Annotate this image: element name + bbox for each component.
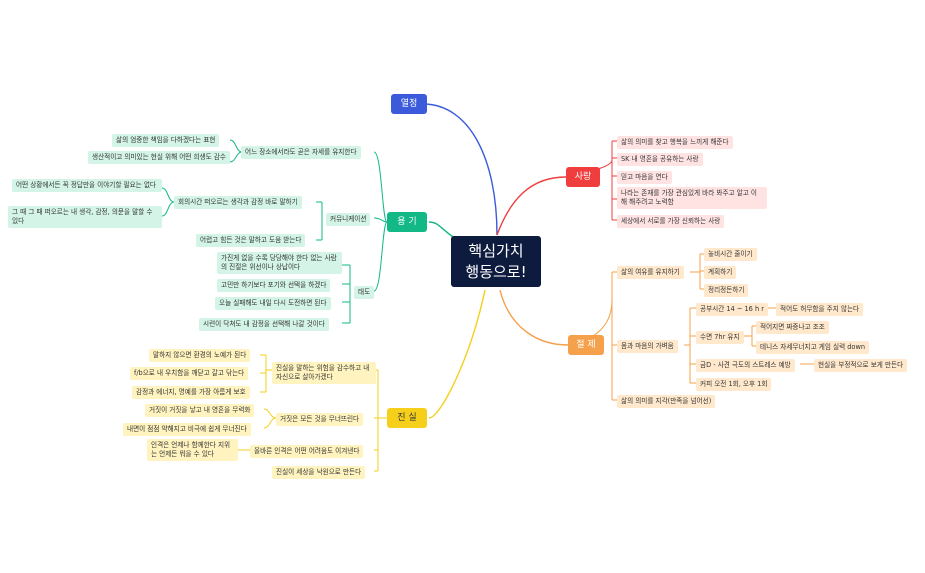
love-item[interactable]: 삶의 의미를 찾고 행복을 느끼게 해준다 — [617, 136, 733, 149]
courage-hard[interactable]: 어렵고 힘든 것은 말하고 도움 받는다 — [196, 234, 306, 247]
moderation-quit-note[interactable]: 현실을 부정적으로 보게 만든다 — [814, 359, 908, 372]
courage-attitude-item[interactable]: 시련이 닥쳐도 내 감정을 선택해 나갈 것이다 — [199, 318, 329, 331]
courage-meeting-item[interactable]: 그 때 그 때 떠오르는 내 생각, 감정, 의문을 말할 수 있다 — [8, 206, 162, 228]
courage-attitude-item[interactable]: 가진게 없을 수록 당당해야 한다 없는 사람의 진절은 위선이나 상납이다 — [217, 252, 342, 274]
courage-posture[interactable]: 어느 장소에서라도 곧은 자세를 유지한다 — [241, 146, 361, 159]
love-item[interactable]: 믿고 마음을 연다 — [617, 171, 672, 184]
central-topic-line1: 핵심가치 — [468, 242, 524, 261]
truth-collapse[interactable]: 거짓은 모든 것을 무너뜨린다 — [276, 413, 364, 426]
courage-meeting-item[interactable]: 어떤 상황에서든 꼭 정답만을 이야기할 필요는 없다 — [12, 179, 162, 192]
moderation-margin-item[interactable]: 계획하기 — [704, 266, 737, 279]
central-topic-line2: 행동으로! — [465, 262, 527, 281]
topic-courage[interactable]: 용 기 — [387, 212, 427, 232]
moderation-sleep-item[interactable]: 적어지면 짜증나고 조조 — [756, 321, 829, 334]
truth-risk-item[interactable]: f/b으로 내 우치함을 깨닫고 갈고 닦는다 — [130, 367, 249, 380]
courage-attitude-item[interactable]: 오늘 실패해도 내일 다시 도전하면 된다 — [215, 297, 331, 310]
moderation-margin-item[interactable]: 정리정돈하기 — [704, 284, 749, 297]
courage-attitude[interactable]: 태도 — [354, 286, 375, 299]
moderation-sleep[interactable]: 수면 7hr 유지 — [696, 331, 744, 344]
courage-attitude-item[interactable]: 고민만 하기보다 포기와 선택을 하겠다 — [217, 279, 331, 292]
topic-love[interactable]: 사랑 — [566, 167, 600, 187]
love-item[interactable]: SK 내 명혼을 공유하는 사랑 — [617, 153, 703, 166]
courage-communication[interactable]: 커뮤니케이션 — [326, 213, 371, 226]
courage-posture-item[interactable]: 생산적이고 의미있는 현실 위해 어떤 희생도 감수 — [88, 151, 230, 164]
truth-collapse-item[interactable]: 거짓이 거짓을 낳고 내 영혼을 무력화 — [145, 404, 255, 417]
truth-paradise[interactable]: 진실이 세상을 낙원으로 만든다 — [272, 466, 366, 479]
moderation-coffee[interactable]: 커피 오전 1회, 오후 1회 — [696, 378, 772, 391]
moderation-margin[interactable]: 삶의 여유를 유지하기 — [617, 266, 684, 279]
truth-risk-item[interactable]: 감정과 에너지, 명예를 가장 아름게 보호 — [132, 386, 250, 399]
courage-posture-item[interactable]: 삶의 엄중한 책임을 다하겠다는 표현 — [112, 134, 220, 147]
truth-collapse-item[interactable]: 내면이 점점 약해지고 비극에 쉽게 무너진다 — [123, 423, 251, 436]
truth-risk-item[interactable]: 말하지 않으면 환경의 노예가 된다 — [149, 349, 251, 362]
moderation-meaning[interactable]: 삶의 의미를 지각(만족을 넘어선) — [617, 395, 716, 408]
love-item[interactable]: 나라는 존재를 가장 관심있게 바라 봐주고 알고 이해 해주려고 노력함 — [617, 187, 767, 209]
truth-character[interactable]: 올바른 인격은 어떤 어려움도 이겨낸다 — [250, 445, 364, 458]
moderation-sleep-item[interactable]: 테니스 자세무너지고 게임 실력 down — [756, 341, 870, 354]
truth-character-item[interactable]: 인격은 언제나 함께한다 지위는 언제든 뭐을 수 있다 — [147, 439, 238, 461]
topic-truth[interactable]: 진 실 — [387, 408, 427, 428]
love-item[interactable]: 세상에서 서로를 가장 신뢰하는 사랑 — [617, 215, 725, 228]
truth-risk[interactable]: 진실을 말하는 위험을 감수하고 내 자신으로 살아가겠다 — [272, 362, 376, 384]
moderation-study[interactable]: 공부시간 14 ~ 16 h r — [696, 303, 768, 316]
moderation-margin-item[interactable]: 놓비시간 줄이기 — [704, 248, 757, 261]
central-topic[interactable]: 핵심가치 행동으로! — [451, 236, 541, 287]
moderation-quit[interactable]: 금D - 사견 극도의 스트레스 예방 — [696, 359, 795, 372]
moderation-study-note[interactable]: 적어도 허무함을 주지 않는다 — [776, 303, 864, 316]
moderation-health[interactable]: 몸과 마음의 가벼움 — [617, 340, 678, 353]
topic-passion[interactable]: 열정 — [391, 94, 427, 114]
courage-meeting[interactable]: 회의시간 떠오르는 생각과 감정 바로 말하기 — [174, 196, 302, 209]
topic-moderation[interactable]: 절 제 — [568, 335, 604, 355]
